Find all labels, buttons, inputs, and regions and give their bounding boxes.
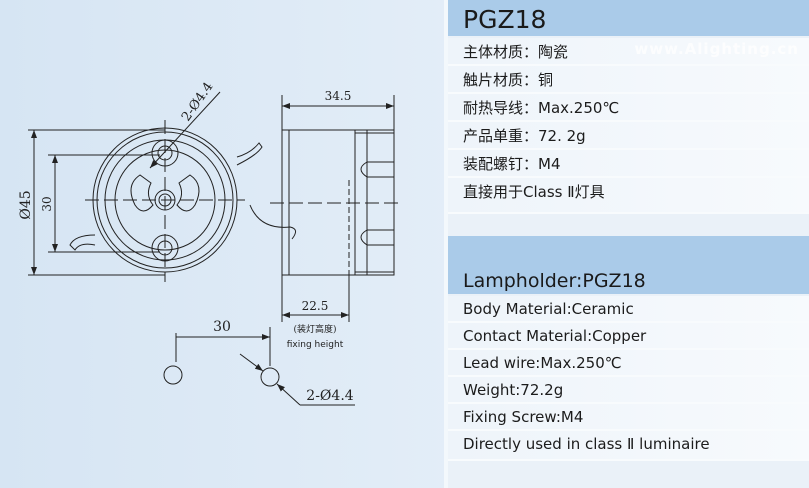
bottom-hole-label: 2-Ø4.4 — [306, 388, 353, 404]
spec-cn-title: PGZ18 — [448, 0, 809, 36]
spec-cn-row: 直接用于Class Ⅱ灯具 — [448, 178, 809, 214]
spec-en-title: Lampholder:PGZ18 — [448, 236, 809, 294]
spec-cn-row: 耐热导线：Max.250℃ — [448, 94, 809, 122]
spec-en-row: Lead wire:Max.250℃ — [448, 350, 809, 377]
front-pitch-label: 30 — [40, 196, 54, 211]
watermark: www.Alighting.cn — [634, 40, 799, 58]
spec-cn-row: 产品单重：72. 2g — [448, 122, 809, 150]
spec-en-list: Body Material:Ceramic Contact Material:C… — [448, 296, 809, 461]
fixing-height-en: fixing height — [287, 340, 344, 350]
side-view: 34.5 22.5 (装灯高度) fixing height — [249, 89, 402, 350]
mounting-hole-view: 30 2-Ø4.4 — [163, 319, 355, 406]
spec-cn-row: 触片材质：铜 — [448, 66, 809, 94]
panel-divider — [444, 0, 448, 488]
spec-en-row: Fixing Screw:M4 — [448, 404, 809, 431]
spec-panel: PGZ18 www.Alighting.cn 主体材质：陶瓷 触片材质：铜 耐热… — [448, 0, 809, 488]
spec-cn-list: 主体材质：陶瓷 触片材质：铜 耐热导线：Max.250℃ 产品单重：72. 2g… — [448, 38, 809, 214]
spec-en-row: Body Material:Ceramic — [448, 296, 809, 323]
side-fixing-label: 22.5 — [302, 299, 329, 313]
spec-cn-row: 装配螺钉：M4 — [448, 150, 809, 178]
spec-en-row: Contact Material:Copper — [448, 323, 809, 350]
front-diameter-label: Ø45 — [18, 190, 34, 219]
fixing-height-cn: (装灯高度) — [293, 323, 336, 335]
bottom-pitch-label: 30 — [213, 319, 231, 335]
front-view: Ø45 30 2-Ø4.4 — [18, 80, 263, 282]
side-length-label: 34.5 — [325, 89, 352, 103]
spec-cn-row: 主体材质：陶瓷 — [448, 38, 809, 66]
technical-drawing: Ø45 30 2-Ø4.4 34.5 22.5 (装灯高度) fixing he… — [18, 80, 402, 406]
spec-en-row: Weight:72.2g — [448, 377, 809, 404]
spec-en-row: Directly used in class Ⅱ luminaire — [448, 431, 809, 461]
